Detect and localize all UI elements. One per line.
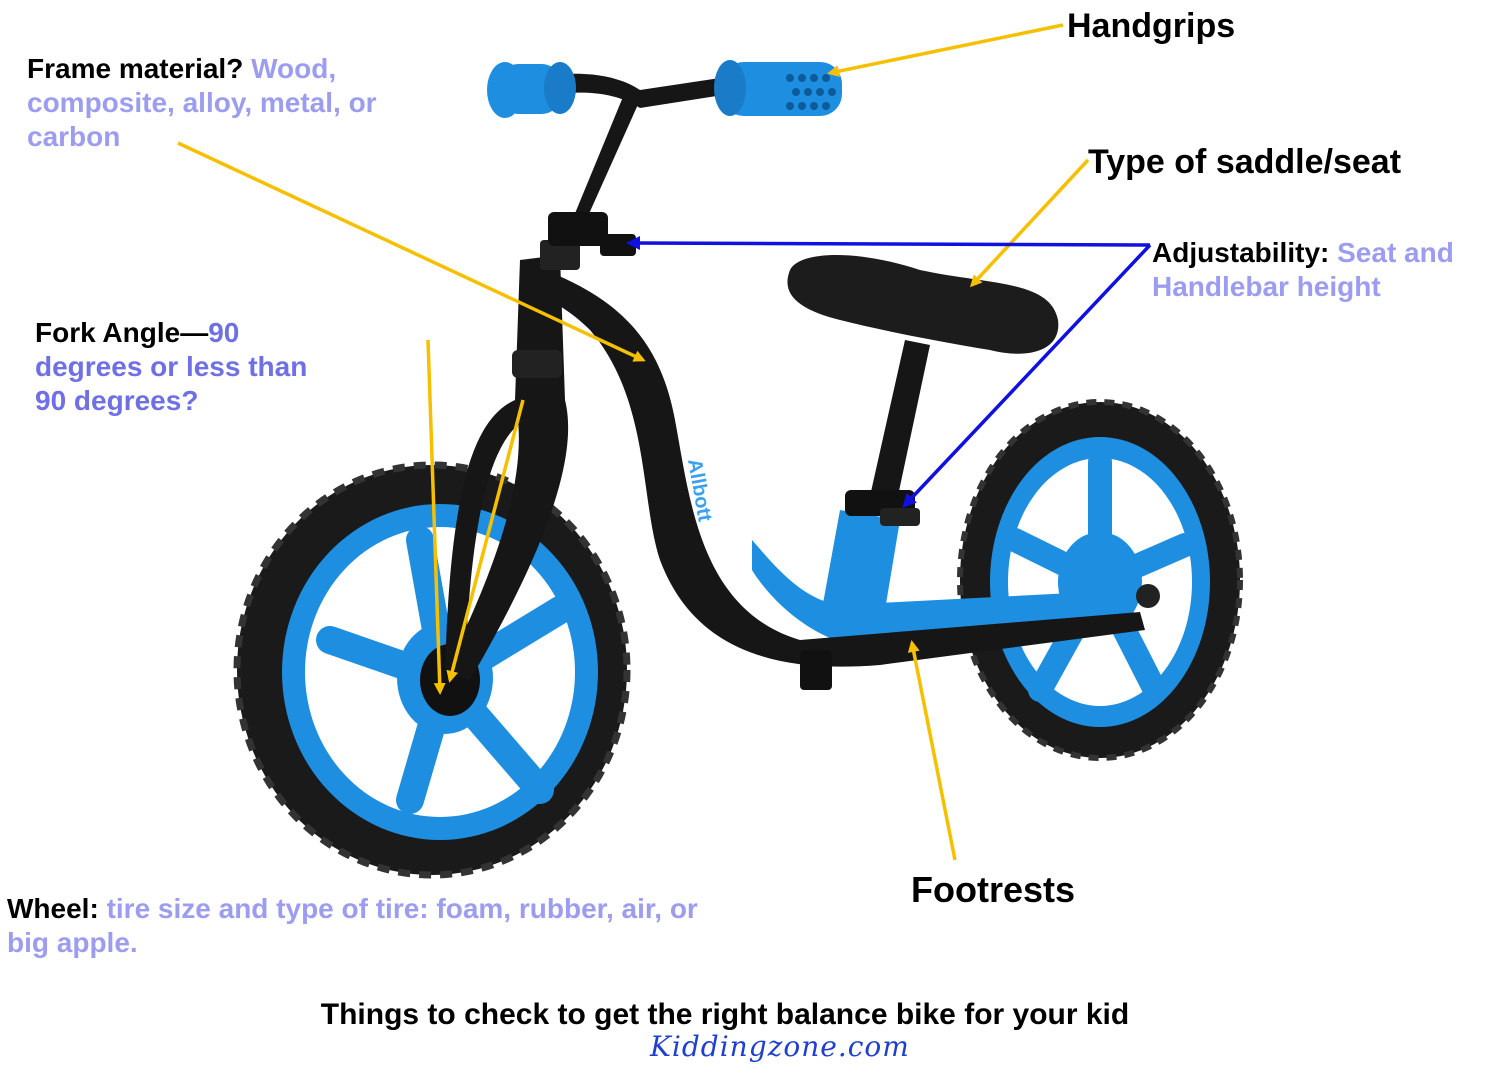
arrow-frame — [177, 141, 646, 362]
adjust-answer: Seat and Handlebar height — [1152, 237, 1454, 303]
main-frame — [540, 270, 1145, 667]
frame-answer: Wood, composite, alloy, metal, or carbon — [27, 53, 377, 153]
arrow-footrests — [907, 640, 957, 861]
label-adjustability: Adjustability: Seat and Handlebar height — [1152, 236, 1462, 304]
label-wheel: Wheel: tire size and type of tire: foam,… — [7, 892, 747, 960]
label-footrests: Footrests — [911, 868, 1075, 912]
handgrip-left — [487, 62, 576, 118]
label-handgrips: Handgrips — [1067, 6, 1235, 47]
arrow-fork-left — [426, 339, 446, 695]
fork-answer: 90 degrees or less than 90 degrees? — [35, 317, 308, 417]
saddle-text: Type of saddle/seat — [1088, 143, 1402, 181]
fork-question: Fork Angle— — [35, 317, 209, 348]
seat-post — [868, 340, 930, 510]
blue-arrows — [626, 236, 1152, 508]
label-fork-angle: Fork Angle—90 degrees or less than 90 de… — [35, 316, 345, 418]
arrow-saddle — [969, 158, 1090, 288]
wheel-question: Wheel: — [7, 893, 99, 924]
footrests-text: Footrests — [911, 869, 1076, 910]
label-frame-material: Frame material? Wood, composite, alloy, … — [27, 52, 427, 154]
handgrip-right — [714, 60, 842, 116]
wheel-answer: tire size and type of tire: foam, rubber… — [7, 893, 698, 959]
handlebar-stem — [562, 92, 640, 245]
watermark: Kiddingzone.com — [650, 1030, 910, 1063]
frame-question: Frame material? — [27, 53, 244, 84]
saddle — [787, 255, 1059, 354]
adjust-question: Adjustability: — [1152, 237, 1330, 268]
label-saddle: Type of saddle/seat — [1088, 142, 1401, 183]
arrow-fork-right — [446, 399, 525, 683]
caption: Things to check to get the right balance… — [320, 998, 1130, 1031]
handgrips-text: Handgrips — [1067, 7, 1236, 45]
yellow-arrows — [177, 23, 1090, 861]
arrow-adjust-seat — [902, 243, 1152, 508]
arrow-handgrips — [827, 23, 1064, 78]
rear-wheel — [957, 399, 1243, 761]
arrow-adjust-handlebar — [626, 236, 1151, 251]
front-wheel — [233, 461, 631, 879]
